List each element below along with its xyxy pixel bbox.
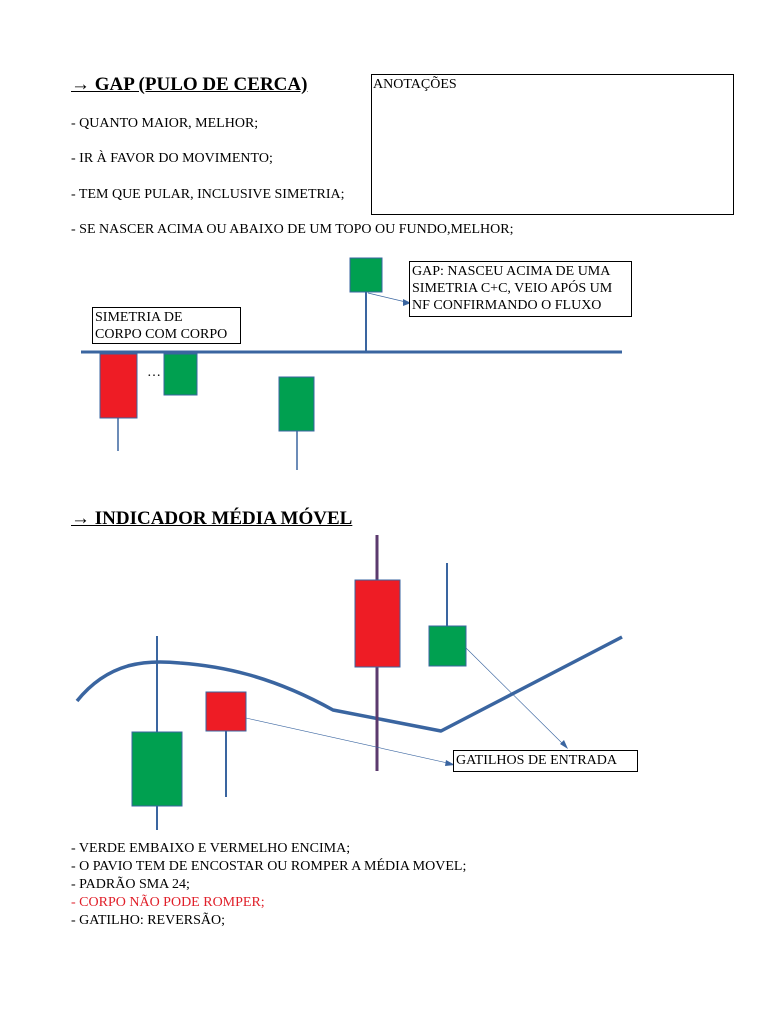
ellipsis-text: … <box>147 365 161 380</box>
trigger-label-box: GATILHOS DE ENTRADA <box>453 750 638 772</box>
gap-label-line-1: GAP: NASCEU ACIMA DE UMA <box>412 264 611 279</box>
ma-bullet-3: - PADRÃO SMA 24; <box>71 877 190 892</box>
trigger-label: GATILHOS DE ENTRADA <box>456 753 617 768</box>
gap-label-connector <box>367 292 411 304</box>
gap-heading: → GAP (PULO DE CERCA) <box>71 74 308 95</box>
symmetry-label-line-1: SIMETRIA DE <box>95 310 183 325</box>
moving-average-curve <box>75 635 623 733</box>
gap-bullet-3: - TEM QUE PULAR, INCLUSIVE SIMETRIA; <box>71 187 345 202</box>
ma-green-candle-1-body <box>131 731 183 807</box>
gap-label-line-2: SIMETRIA C+C, VEIO APÓS UM <box>412 281 613 296</box>
gap-bullet-2: - IR À FAVOR DO MOVIMENTO; <box>71 151 273 166</box>
notes-box-label: ANOTAÇÕES <box>373 77 457 92</box>
ma-heading: → INDICADOR MÉDIA MÓVEL <box>71 508 353 529</box>
green-candle-small-body <box>163 353 198 396</box>
ma-bullet-5: - GATILHO: REVERSÃO; <box>71 913 225 928</box>
gap-bullet-4: - SE NASCER ACIMA OU ABAIXO DE UM TOPO O… <box>71 222 514 237</box>
ma-red-candle-2-body <box>354 579 401 668</box>
gap-bullet-1: - QUANTO MAIOR, MELHOR; <box>71 116 259 131</box>
green-candle-low-body <box>278 376 315 432</box>
trigger-arrow-2 <box>465 647 567 748</box>
ma-red-candle-1-body <box>205 691 247 732</box>
ma-bullet-1: - VERDE EMBAIXO E VERMELHO ENCIMA; <box>71 841 351 856</box>
symmetry-label-box: SIMETRIA DE CORPO COM CORPO <box>92 307 241 344</box>
gap-label-box: GAP: NASCEU ACIMA DE UMA SIMETRIA C+C, V… <box>409 261 632 317</box>
red-candle-body <box>99 353 138 419</box>
ma-green-candle-2-body <box>428 625 467 667</box>
symmetry-label-line-2: CORPO COM CORPO <box>95 327 228 342</box>
ma-bullet-2: - O PAVIO TEM DE ENCOSTAR OU ROMPER A MÉ… <box>71 859 467 874</box>
trigger-arrowhead-2 <box>560 740 568 749</box>
ma-bullet-4-highlight: - CORPO NÃO PODE ROMPER; <box>71 895 265 910</box>
notes-box: ANOTAÇÕES <box>371 74 734 215</box>
gap-label-line-3: NF CONFIRMANDO O FLUXO <box>412 298 602 313</box>
gap-candle-body <box>349 257 383 293</box>
trigger-arrow-1 <box>245 717 453 765</box>
